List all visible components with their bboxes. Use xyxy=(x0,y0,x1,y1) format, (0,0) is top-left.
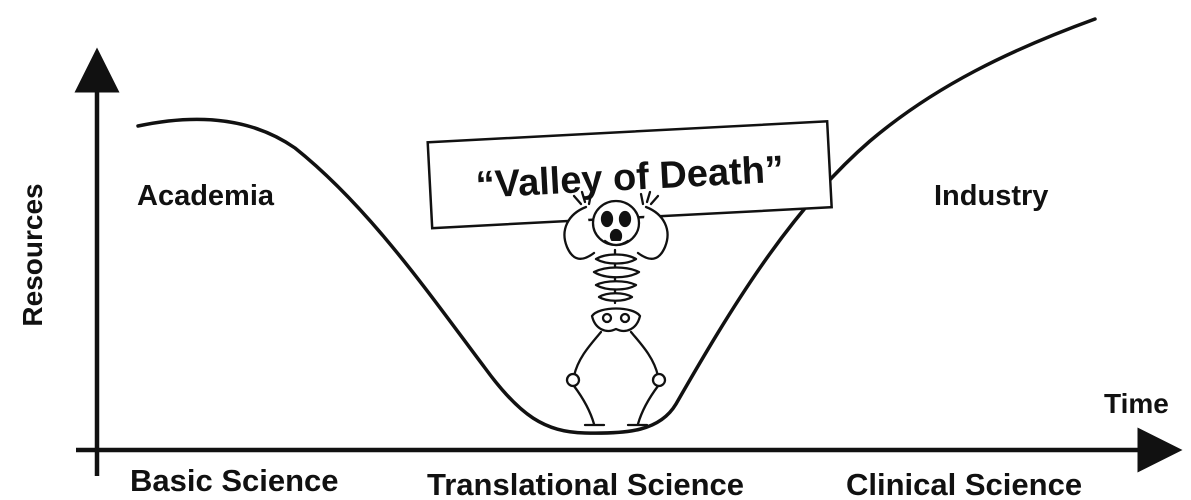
industry-label: Industry xyxy=(934,180,1048,212)
translational-science-label: Translational Science xyxy=(427,467,744,500)
skeleton-skull xyxy=(593,201,639,245)
academia-label: Academia xyxy=(137,180,275,212)
skeleton-pelvis xyxy=(592,309,640,331)
basic-science-label: Basic Science xyxy=(130,463,339,498)
resources-axis-label: Resources xyxy=(17,183,48,326)
skeleton-ribcage xyxy=(594,250,639,303)
clinical-science-label: Clinical Science xyxy=(846,467,1082,500)
skeleton-icon xyxy=(564,192,667,425)
time-axis-label: Time xyxy=(1104,388,1169,419)
skeleton-legs xyxy=(567,332,665,425)
